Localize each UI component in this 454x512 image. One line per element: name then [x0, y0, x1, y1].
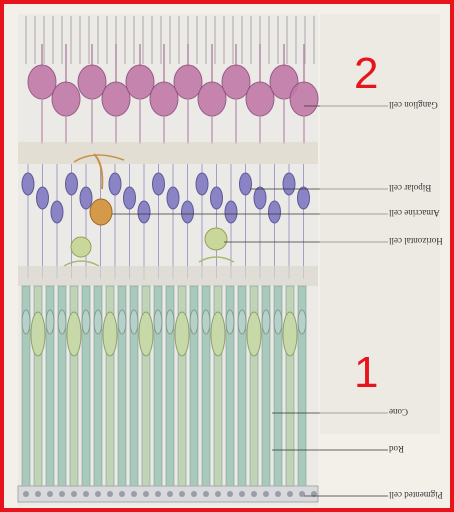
cone-body	[67, 312, 81, 356]
pigment-granule	[155, 491, 161, 497]
bipolar-cell	[225, 201, 237, 223]
pigment-granule	[71, 491, 77, 497]
bipolar-cell	[254, 187, 266, 209]
retina-illustration	[4, 4, 450, 508]
bipolar-cell	[298, 187, 310, 209]
rod-nucleus	[298, 310, 306, 334]
ganglion-cell	[174, 65, 202, 99]
pigment-granule	[263, 491, 269, 497]
bipolar-cell	[51, 201, 63, 223]
pigment-granule	[95, 491, 101, 497]
rod-nucleus	[130, 310, 138, 334]
pigment-granule	[227, 491, 233, 497]
label-cone: Cone	[389, 407, 408, 417]
label-pigmented-cell: Pigmented cell	[389, 490, 443, 500]
rod-nucleus	[22, 310, 30, 334]
ganglion-cell	[150, 82, 178, 116]
bipolar-cell	[153, 173, 165, 195]
bipolar-cell	[240, 173, 252, 195]
rod-nucleus	[58, 310, 66, 334]
bipolar-cell	[37, 187, 49, 209]
rod-nucleus	[202, 310, 210, 334]
region-number-1: 1	[354, 351, 378, 395]
rod-nucleus	[154, 310, 162, 334]
rod-nucleus	[94, 310, 102, 334]
pigment-granule	[119, 491, 125, 497]
ganglion-cell	[78, 65, 106, 99]
ganglion-cell	[222, 65, 250, 99]
ganglion-cell	[290, 82, 318, 116]
pigment-granule	[107, 491, 113, 497]
ganglion-cell	[126, 65, 154, 99]
label-amacrine-cell: Amacrine cell	[389, 208, 440, 218]
bipolar-cell	[22, 173, 34, 195]
rod-nucleus	[274, 310, 282, 334]
cone-body	[175, 312, 189, 356]
ganglion-cell	[52, 82, 80, 116]
pigment-granule	[287, 491, 293, 497]
ganglion-cell	[102, 82, 130, 116]
rod-nucleus	[262, 310, 270, 334]
pigment-granule	[59, 491, 65, 497]
bipolar-cell	[182, 201, 194, 223]
bipolar-cell	[124, 187, 136, 209]
pigment-granule	[47, 491, 53, 497]
cone-body	[211, 312, 225, 356]
pigment-granule	[275, 491, 281, 497]
bipolar-cell	[66, 173, 78, 195]
cone-body	[247, 312, 261, 356]
rod-nucleus	[238, 310, 246, 334]
cone-body	[103, 312, 117, 356]
bipolar-cell	[196, 173, 208, 195]
pigment-granule	[83, 491, 89, 497]
bipolar-cell	[211, 187, 223, 209]
cone-body	[31, 312, 45, 356]
bipolar-cell	[167, 187, 179, 209]
pigment-granule	[23, 491, 29, 497]
pigment-granule	[35, 491, 41, 497]
rod-nucleus	[118, 310, 126, 334]
bipolar-cell	[109, 173, 121, 195]
bipolar-cell	[80, 187, 92, 209]
pigment-granule	[131, 491, 137, 497]
pigment-granule	[251, 491, 257, 497]
label-ganglion-cell: Ganglion cell	[389, 100, 438, 110]
rod-nucleus	[46, 310, 54, 334]
rod-nucleus	[166, 310, 174, 334]
label-horizontal-cell: Horizontal cell	[389, 236, 443, 246]
pigment-granule	[215, 491, 221, 497]
ganglion-cell	[198, 82, 226, 116]
pigment-granule	[143, 491, 149, 497]
ganglion-cell	[246, 82, 274, 116]
bipolar-cell	[138, 201, 150, 223]
cone-body	[283, 312, 297, 356]
rod-nucleus	[226, 310, 234, 334]
pigment-granule	[179, 491, 185, 497]
region-number-2: 2	[354, 52, 378, 96]
ganglion-cell	[28, 65, 56, 99]
label-bipolar-cell: Bipolar cell	[389, 183, 431, 193]
cone-body	[139, 312, 153, 356]
rod-nucleus	[82, 310, 90, 334]
pigment-granule	[191, 491, 197, 497]
pigment-granule	[239, 491, 245, 497]
label-rod: Rod	[389, 444, 404, 454]
pigment-granule	[203, 491, 209, 497]
bipolar-cell	[269, 201, 281, 223]
bipolar-cell	[283, 173, 295, 195]
pigment-granule	[167, 491, 173, 497]
rod-nucleus	[190, 310, 198, 334]
